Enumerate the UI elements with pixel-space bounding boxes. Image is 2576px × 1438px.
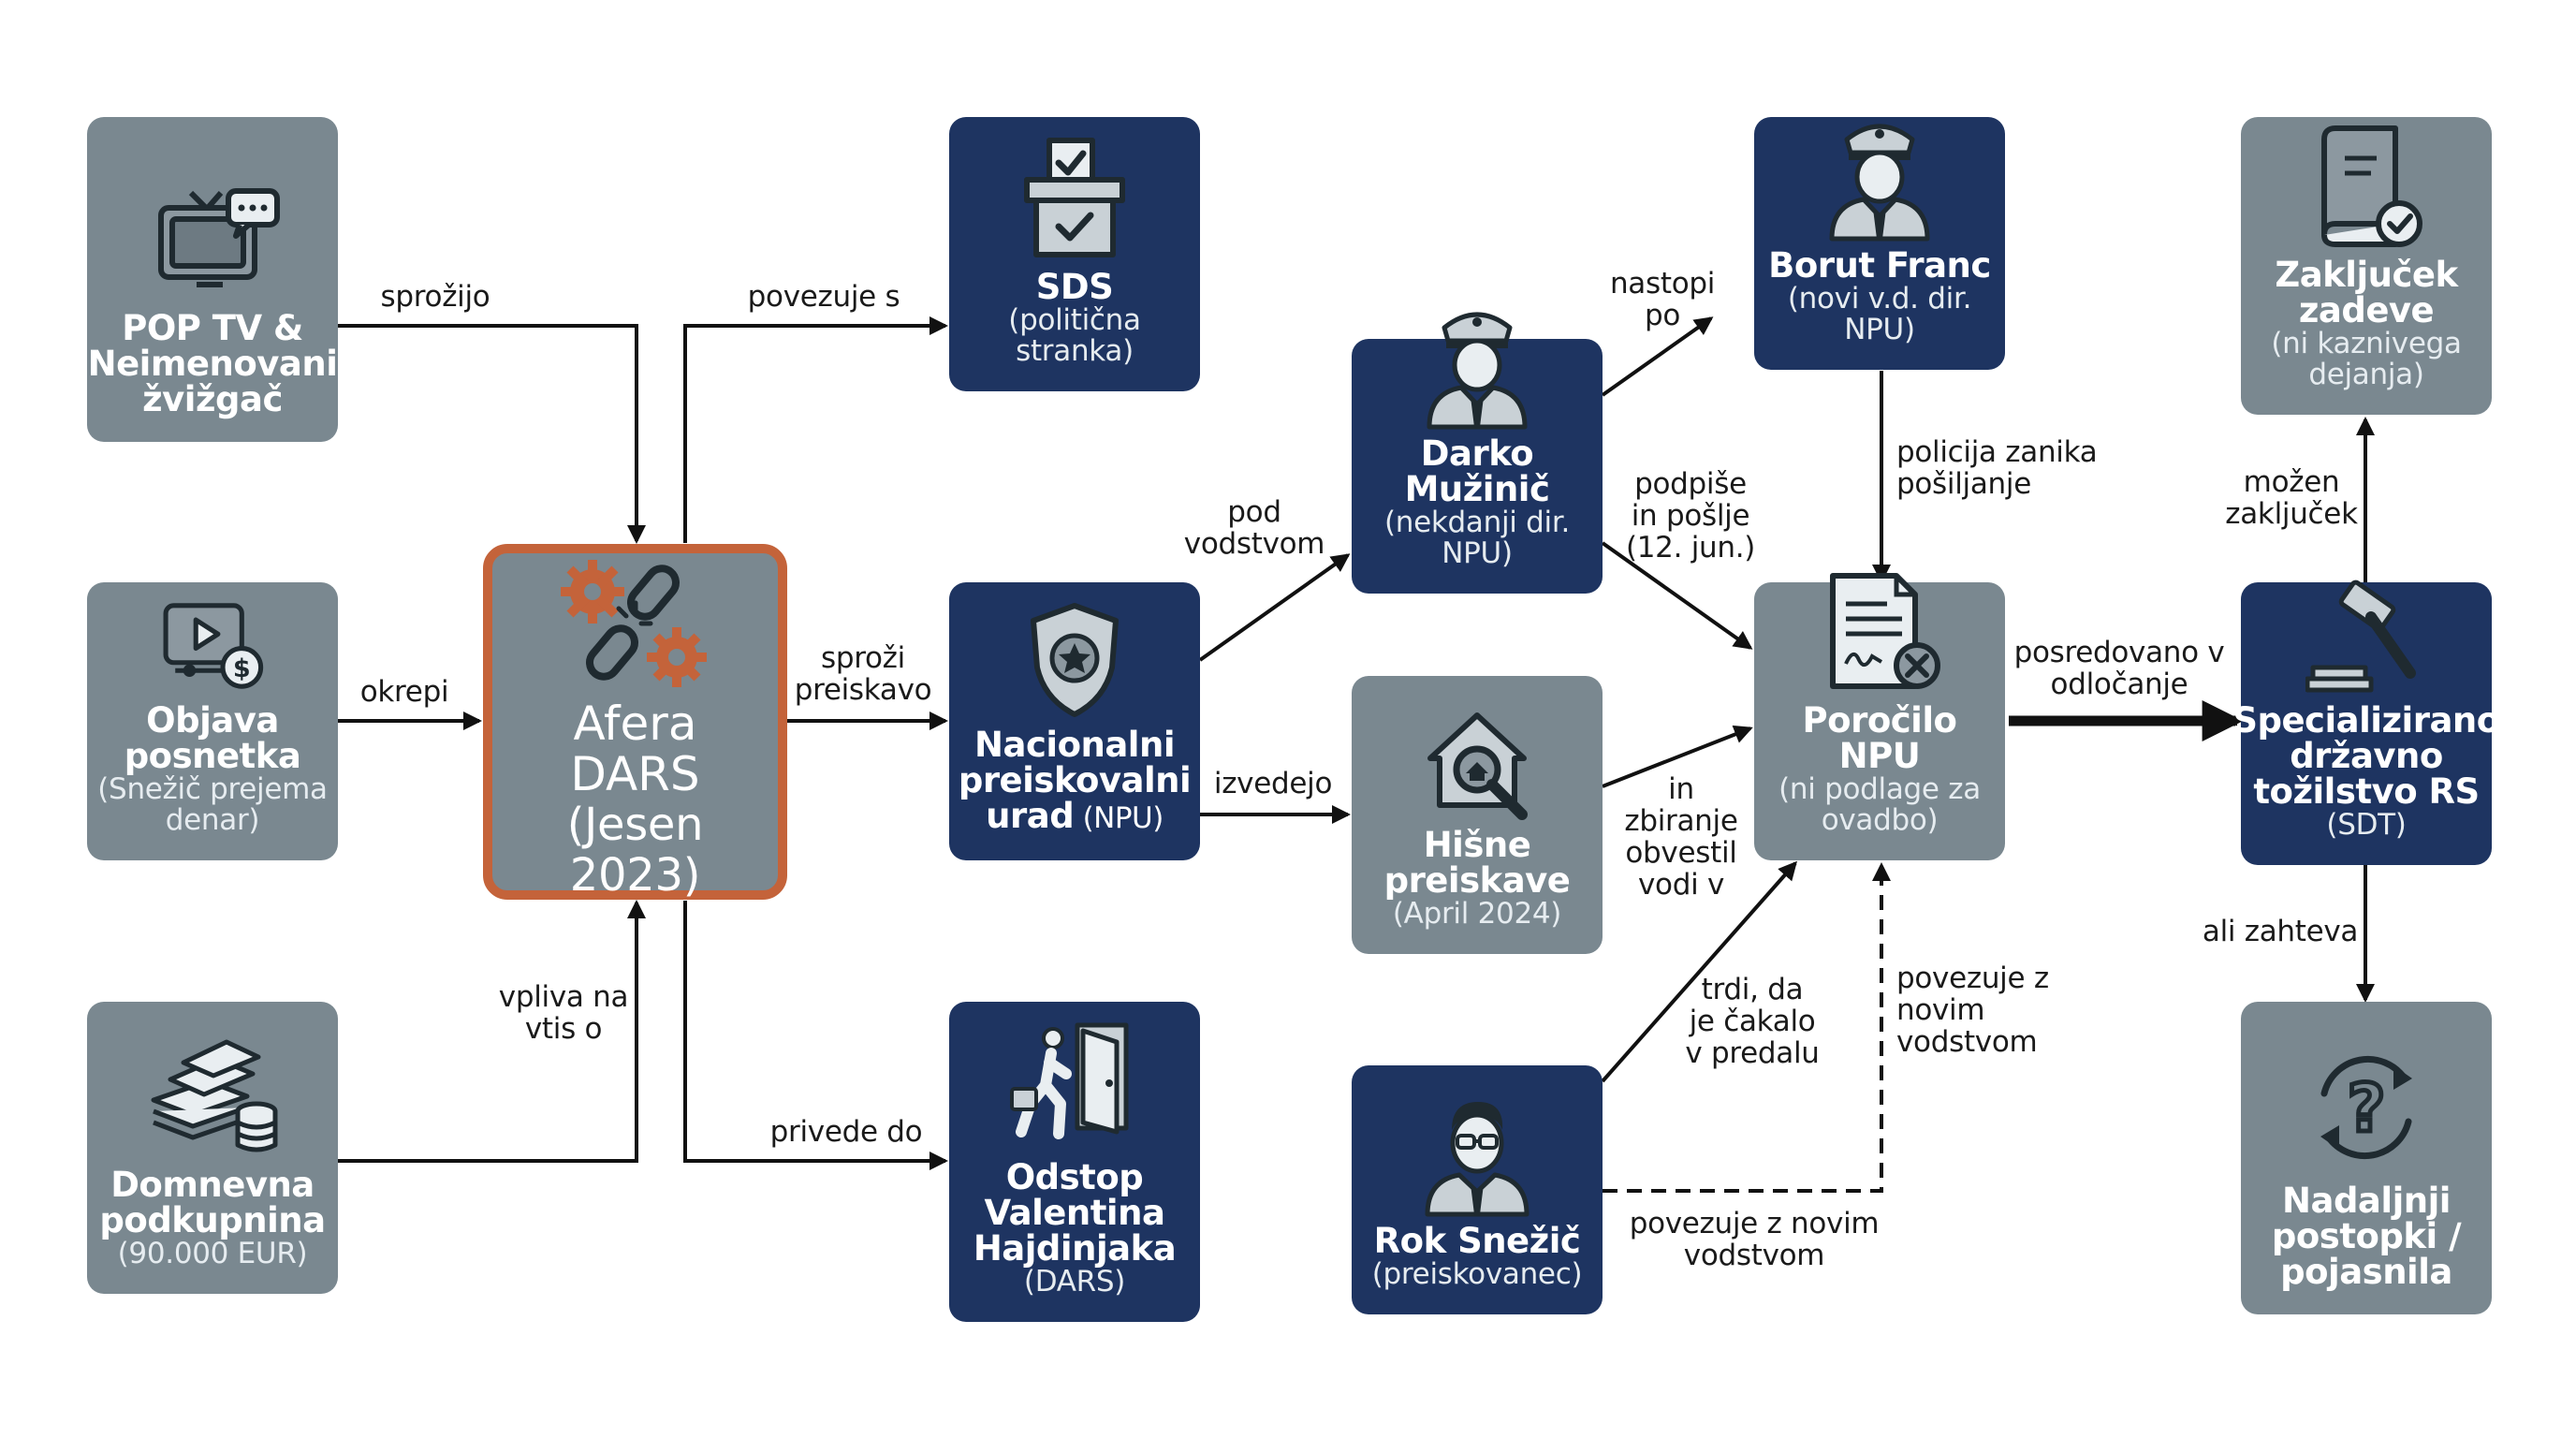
node-title: SDS xyxy=(1035,267,1114,307)
edge-label-povezuje-s: povezuje s xyxy=(747,280,900,314)
node-subtitle: (Snežič prejema denar) xyxy=(97,772,328,837)
edge-afera-sds xyxy=(683,316,948,543)
node-title: Rok Snežič xyxy=(1373,1221,1581,1261)
node-title: Darko Mužinič xyxy=(1404,433,1550,509)
edge-muzenic-porocilo xyxy=(1601,541,1753,650)
edge-podkupnina-afera xyxy=(337,900,646,1163)
edge-label-povezuje-novim-2: povezuje z novim vodstvom xyxy=(1629,1207,1880,1272)
edge-label-ali-zahteva: ali zahteva xyxy=(2202,915,2359,948)
node-hisne-preiskave[interactable]: Hišne preiskave (April 2024) xyxy=(1352,676,1603,954)
node-title: Zaključek zadeve xyxy=(2275,255,2458,330)
node-title: Objava posnetka xyxy=(124,700,301,776)
edge-label-nastopi: nastopi po xyxy=(1609,267,1716,332)
node-title: Nadaljnji postopki / pojasnila xyxy=(2271,1181,2462,1292)
edge-label-izvedejo: izvedejo xyxy=(1213,767,1333,800)
node-title: Afera DARS xyxy=(570,697,700,801)
ballot-box-icon xyxy=(1014,133,1135,264)
gavel-icon xyxy=(2305,576,2427,697)
edge-label-sprozijo: sprožijo xyxy=(380,280,490,314)
node-subtitle: (April 2024) xyxy=(1392,897,1562,931)
money-stack-icon xyxy=(142,1021,283,1162)
node-npu[interactable]: Nacionalni preiskovalni urad (NPU) xyxy=(949,582,1200,860)
node-pop-tv[interactable]: POP TV & Neimenovani žvižgač xyxy=(87,117,338,442)
edge-label-okrepi: okrepi xyxy=(359,675,449,709)
node-muzenic[interactable]: Darko Mužinič (nekdanji dir. NPU) xyxy=(1352,312,1603,594)
edge-afera-odstop xyxy=(683,901,948,1170)
edge-muzenic-franc xyxy=(1601,316,1714,397)
police-badge-icon xyxy=(1018,600,1131,722)
node-sdt[interactable]: Specializirano državno tožilstvo RS (SDT… xyxy=(2232,580,2500,865)
node-title: Specializirano državno tožilstvo RS xyxy=(2232,700,2500,812)
closed-book-icon xyxy=(2305,121,2427,252)
node-porocilo-npu[interactable]: Poročilo NPU (ni podlage za ovadbo) xyxy=(1754,573,2005,860)
edge-label-mozen: možen zaključek xyxy=(2225,465,2358,531)
svg-text:?: ? xyxy=(2348,1070,2386,1147)
node-sds[interactable]: SDS (politična stranka) xyxy=(949,117,1200,391)
node-zakljucek[interactable]: Zaključek zadeve (ni kaznivega dejanja) xyxy=(2241,117,2492,415)
man-glasses-icon xyxy=(1416,1087,1538,1218)
exit-door-icon xyxy=(1004,1014,1145,1154)
house-search-icon xyxy=(1412,700,1543,822)
video-money-icon: $ xyxy=(152,594,273,697)
node-title: Poročilo NPU xyxy=(1802,700,1957,776)
node-subtitle: (SDT) xyxy=(2326,808,2407,842)
edge-label-sprozi: sproži preiskavo xyxy=(794,641,932,707)
police-officer-icon xyxy=(1416,300,1538,431)
edge-label-trdi: trdi, da je čakalo v predalu xyxy=(1685,973,1820,1070)
svg-text:$: $ xyxy=(233,654,251,683)
node-title: Hišne preiskave xyxy=(1383,825,1571,901)
edge-label-povezuje-novim-1: povezuje z novim vodstvom xyxy=(1896,961,2049,1059)
node-title: POP TV & Neimenovani žvižgač xyxy=(87,308,338,419)
edge-snezic-porocilo-dashed xyxy=(1603,862,1891,1193)
node-afera-dars[interactable]: Afera DARS (Jesen 2023) xyxy=(483,544,787,902)
rejected-document-icon xyxy=(1814,566,1945,697)
node-subtitle: (90.000 EUR) xyxy=(117,1237,308,1270)
edge-label-podpise: podpiše in pošlje (12. jun.) xyxy=(1625,467,1756,565)
edge-snezic-porocilo xyxy=(1601,860,1797,1083)
node-subtitle: (politična stranka) xyxy=(1008,303,1141,368)
edge-poptv-afera xyxy=(337,324,646,544)
broken-chain-gears-icon xyxy=(560,552,710,693)
edge-label-policija: policija zanika pošiljanje xyxy=(1896,435,2098,501)
node-subtitle: (ni podlage za ovadbo) xyxy=(1778,772,1981,837)
node-title: Borut Franc xyxy=(1768,245,1991,286)
node-objava-posnetka[interactable]: $ Objava posnetka (Snežič prejema denar) xyxy=(87,582,338,860)
node-borut-franc[interactable]: Borut Franc (novi v.d. dir. NPU) xyxy=(1754,117,2005,370)
node-domnevna-podkupnina[interactable]: Domnevna podkupnina (90.000 EUR) xyxy=(87,1002,338,1294)
node-subtitle: (preiskovanec) xyxy=(1371,1257,1583,1291)
police-officer-icon xyxy=(1819,111,1940,242)
question-cycle-icon: ? xyxy=(2296,1037,2437,1178)
node-subtitle: (DARS) xyxy=(1023,1265,1126,1299)
node-title: Odstop Valentina Hajdinjaka xyxy=(973,1157,1177,1269)
edge-label-vpliva: vpliva na vtis o xyxy=(498,980,629,1046)
node-subtitle: (ni kaznivega dejanja) xyxy=(2271,327,2462,391)
edge-hisne-porocilo xyxy=(1602,725,1753,788)
node-subtitle: (Jesen 2023) xyxy=(566,799,704,902)
node-subtitle: (nekdanji dir. NPU) xyxy=(1383,506,1570,570)
node-nadaljnji[interactable]: ? Nadaljnji postopki / pojasnila xyxy=(2241,1002,2492,1314)
node-subtitle: (novi v.d. dir. NPU) xyxy=(1787,282,1972,346)
edge-label-pod-vodstvom: pod vodstvom xyxy=(1183,495,1325,561)
edge-npu-muzenic xyxy=(1198,553,1351,662)
edge-label-privede: privede do xyxy=(769,1115,923,1149)
tv-chat-icon xyxy=(142,165,283,305)
edge-label-zbiranje: in zbiranje obvestil vodi v xyxy=(1624,772,1738,902)
node-title: Nacionalni preiskovalni urad (NPU) xyxy=(958,725,1192,836)
node-snezic[interactable]: Rok Snežič (preiskovanec) xyxy=(1352,1065,1603,1314)
edge-label-posredovano: posredovano v odločanje xyxy=(2013,636,2225,701)
node-title: Domnevna podkupnina xyxy=(99,1165,326,1240)
node-odstop[interactable]: Odstop Valentina Hajdinjaka (DARS) xyxy=(949,1002,1200,1322)
